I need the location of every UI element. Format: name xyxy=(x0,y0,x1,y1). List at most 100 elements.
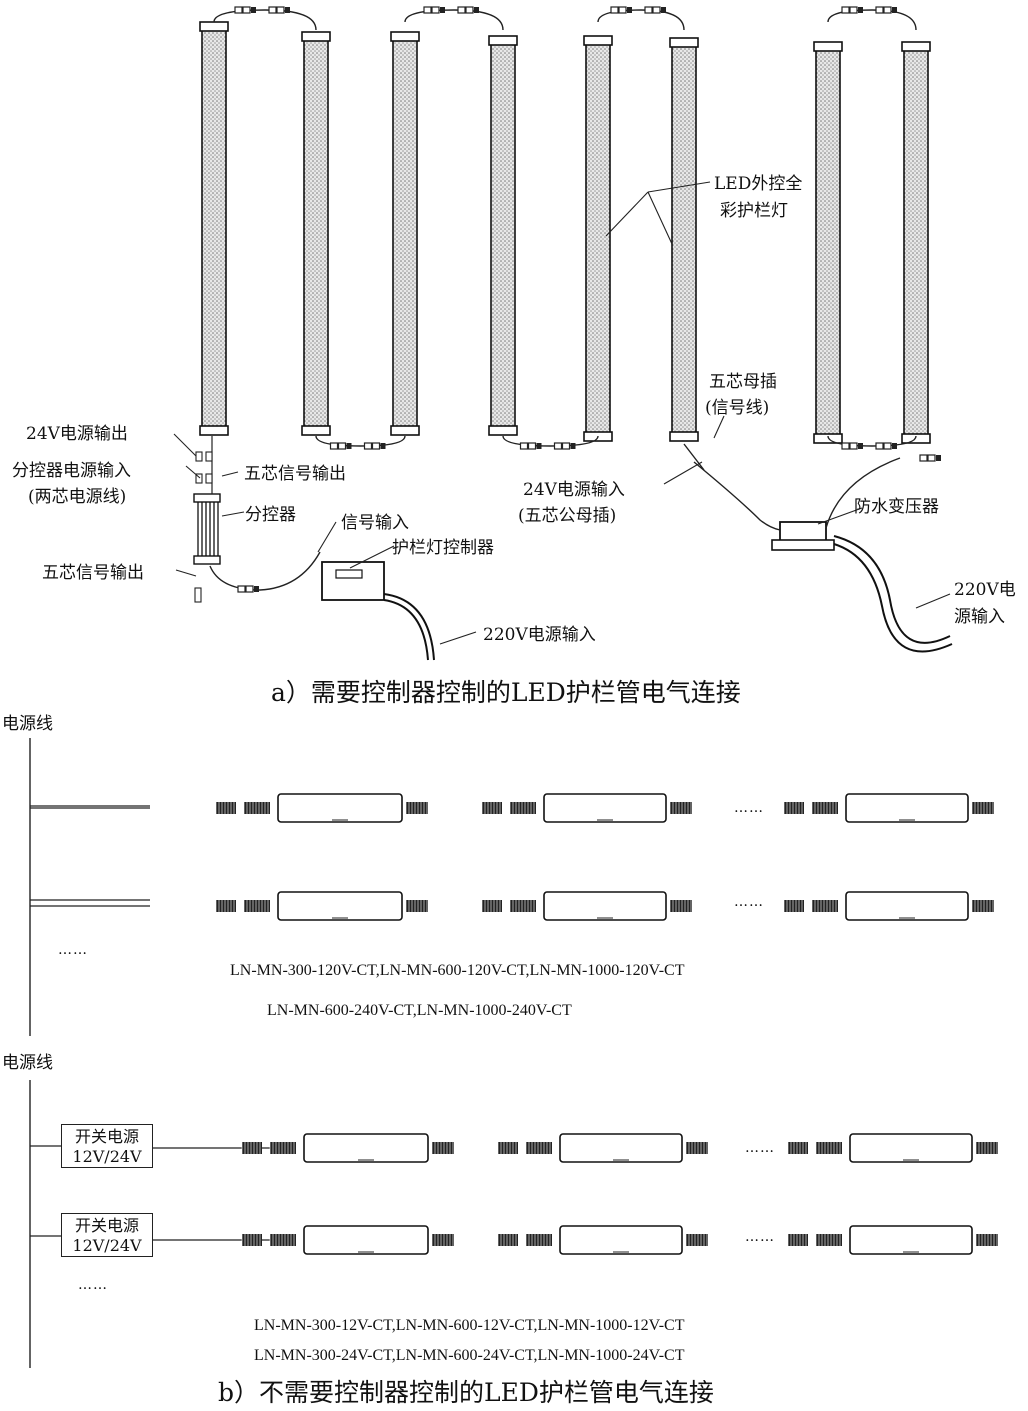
plug-connector xyxy=(610,6,632,14)
plug-connector xyxy=(423,6,445,14)
cable-connector xyxy=(509,900,536,912)
label-female-plug-line1: 五芯母插 xyxy=(709,372,777,392)
plug-connector xyxy=(237,585,259,593)
leader-line xyxy=(647,181,711,193)
led-guardrail-tube xyxy=(303,1225,429,1255)
power-cable-24v xyxy=(693,461,781,531)
plug-pin xyxy=(195,473,203,484)
cable-connector xyxy=(405,900,428,912)
plug-connector xyxy=(644,6,666,14)
jumper-cable xyxy=(315,435,406,447)
plug-connector xyxy=(329,442,352,450)
leader-line xyxy=(439,631,477,645)
jumper-cable xyxy=(502,435,599,447)
ac-cable-right xyxy=(833,543,953,653)
leader-line xyxy=(915,593,951,609)
plug-pin xyxy=(195,451,203,462)
ac-cable-left xyxy=(383,599,429,661)
leader-line xyxy=(817,507,863,525)
led-guardrail-tube xyxy=(543,793,667,823)
leader-line xyxy=(221,511,245,517)
label-24v-input-line1: 24V电源输入 xyxy=(523,480,625,500)
plug-connector xyxy=(841,442,863,450)
label-led-tube-line2: 彩护栏灯 xyxy=(720,201,788,221)
cable-connector xyxy=(431,1142,454,1154)
led-guardrail-tube xyxy=(669,37,699,442)
plug-connector xyxy=(875,442,897,450)
led-guardrail-tube xyxy=(901,41,931,444)
cable-connector xyxy=(787,1142,808,1154)
led-guardrail-tube xyxy=(583,35,613,442)
cable-connector xyxy=(509,802,536,814)
label-sub-controller: 分控器 xyxy=(245,505,296,525)
dots-row3: …… xyxy=(745,1140,775,1156)
led-guardrail-tube xyxy=(849,1225,973,1255)
cable-connector xyxy=(241,1142,262,1154)
models-24v: LN-MN-300-24V-CT,LN-MN-600-24V-CT,LN-MN-… xyxy=(254,1347,685,1364)
cable-connector xyxy=(241,1234,262,1246)
cable-connector xyxy=(811,802,838,814)
cable-connector xyxy=(481,900,502,912)
jumper-cable xyxy=(213,9,317,31)
waterproof-transformer xyxy=(771,521,835,551)
label-female-plug-line2: (信号线) xyxy=(705,398,770,418)
dots-more-rows-1: …… xyxy=(58,942,88,958)
label-guardrail-controller: 护栏灯控制器 xyxy=(392,538,494,558)
cable-connector xyxy=(685,1234,708,1246)
leader-line xyxy=(175,569,197,577)
psu-label-line2: 12V/24V xyxy=(72,1147,142,1166)
led-guardrail-tube xyxy=(303,1133,429,1163)
plug-connector xyxy=(457,6,479,14)
cable-connector xyxy=(243,900,270,912)
cable-connector xyxy=(269,1142,296,1154)
psu-label-line1: 开关电源 xyxy=(74,1127,139,1146)
led-guardrail-tube xyxy=(849,1133,973,1163)
plug-connector xyxy=(919,454,941,462)
models-120v: LN-MN-300-120V-CT,LN-MN-600-120V-CT,LN-M… xyxy=(230,962,685,979)
switching-power-supply-2: 开关电源 12V/24V xyxy=(61,1213,153,1257)
led-guardrail-tube xyxy=(559,1225,683,1255)
label-220v-input-right-line2: 源输入 xyxy=(954,607,1005,627)
led-guardrail-tube xyxy=(301,31,331,436)
leader-line xyxy=(647,191,673,245)
label-power-line-2: 电源线 xyxy=(2,1053,53,1073)
dots-row1: …… xyxy=(734,800,764,816)
cable-connector xyxy=(975,1234,998,1246)
cable-connector xyxy=(787,1234,808,1246)
leader-line xyxy=(713,415,725,439)
leader-line xyxy=(349,545,395,569)
label-220v-input-left: 220V电源输入 xyxy=(483,625,596,645)
led-guardrail-tube xyxy=(543,891,667,921)
cable-connector xyxy=(685,1142,708,1154)
label-24v-output: 24V电源输出 xyxy=(26,424,128,444)
jumper-cable xyxy=(827,435,917,447)
cable-connector xyxy=(669,900,692,912)
dots-more-rows-2: …… xyxy=(78,1277,108,1293)
leader-line xyxy=(605,191,649,237)
jumper-cable xyxy=(597,9,685,31)
models-240v: LN-MN-600-240V-CT,LN-MN-1000-240V-CT xyxy=(267,1002,572,1019)
cable-connector xyxy=(811,900,838,912)
led-guardrail-tube xyxy=(199,21,229,436)
led-guardrail-tube xyxy=(813,41,843,444)
label-two-core-wire: (两芯电源线) xyxy=(28,487,127,507)
cable-connector xyxy=(431,1234,454,1246)
ac-cable-left xyxy=(383,593,435,661)
leader-line xyxy=(185,465,201,479)
label-power-line-1: 电源线 xyxy=(2,714,53,734)
sub-controller xyxy=(193,493,221,565)
cable-connector xyxy=(215,900,236,912)
cable-connector xyxy=(215,802,236,814)
cable-connector xyxy=(497,1142,518,1154)
led-guardrail-tube xyxy=(390,31,420,436)
caption-part-a: a）需要控制器控制的LED护栏管电气连接 xyxy=(271,678,741,707)
cable-connector xyxy=(669,802,692,814)
plug-pin xyxy=(194,587,202,603)
cable-connector xyxy=(815,1234,842,1246)
cable-connector xyxy=(525,1234,552,1246)
leader-line xyxy=(173,433,197,457)
power-cable-24v xyxy=(683,443,705,471)
led-guardrail-tube xyxy=(559,1133,683,1163)
psu-label-line2: 12V/24V xyxy=(72,1236,142,1255)
